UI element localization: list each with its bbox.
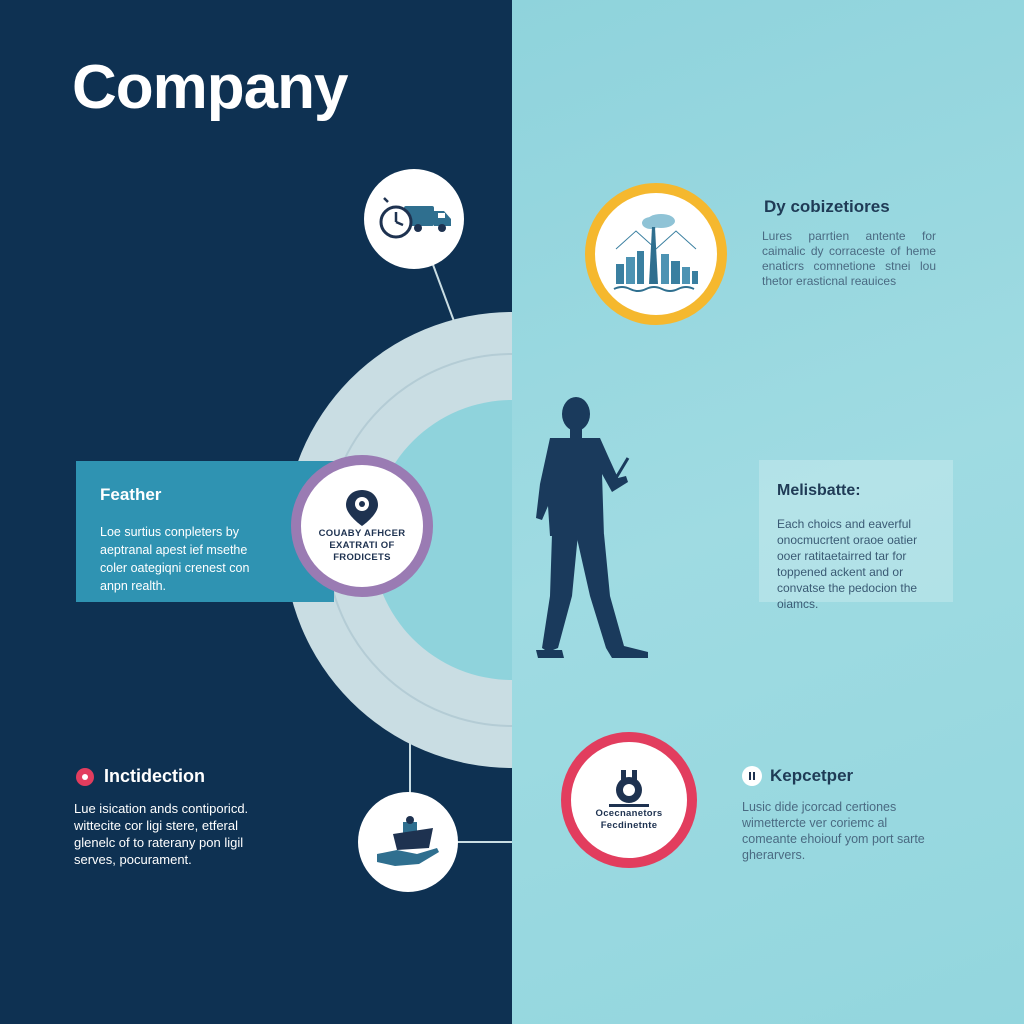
connector-line — [431, 261, 459, 333]
city-skyline-icon — [613, 214, 698, 292]
intro-bullet-icon — [76, 767, 94, 786]
intro-heading: Inctidection — [104, 766, 206, 786]
gear-badge: Ocecnanetors Fecdinetnte — [561, 732, 697, 868]
intro-heading-row: Inctidection — [76, 766, 205, 787]
delivery-badge — [364, 169, 464, 269]
melis-panel: Melisbatte: Each choics and eaverful ono… — [759, 460, 953, 611]
melis-body: Each choics and eaverful onocmucrtent or… — [777, 517, 918, 611]
kep-heading-row: Kepcetper — [742, 766, 853, 786]
feather-body: Loe surtius conpleters by aeptranal apes… — [100, 525, 250, 593]
melis-heading: Melisbatte: — [777, 482, 861, 499]
kep-body: Lusic dide jcorcad certiones wimettercte… — [742, 800, 925, 862]
hand-offering-icon — [377, 816, 439, 866]
kep-bullet-icon — [742, 766, 762, 786]
location-pin-icon — [346, 490, 378, 526]
feature-badge-label: COUABY AFHCER EXATRATI OF FRODICETS — [318, 528, 406, 563]
feather-heading: Feather — [100, 485, 162, 504]
dy-heading: Dy cobizetiores — [764, 197, 890, 216]
service-badge — [358, 792, 458, 892]
kep-heading: Kepcetper — [770, 766, 854, 785]
gear-tool-icon — [609, 770, 649, 807]
feature-badge: COUABY AFHCER EXATRATI OF FRODICETS — [291, 455, 433, 597]
page-title: Company — [72, 53, 348, 122]
intro-body: Lue isication ands contiporicd. wittecit… — [74, 801, 249, 867]
dy-body: Lures parrtien antente for caimalic dy c… — [762, 229, 936, 288]
gear-badge-label: Ocecnanetors Fecdinetnte — [595, 808, 663, 831]
city-badge — [585, 183, 727, 325]
clock-truck-icon — [379, 197, 451, 239]
businessman-silhouette — [536, 397, 648, 658]
